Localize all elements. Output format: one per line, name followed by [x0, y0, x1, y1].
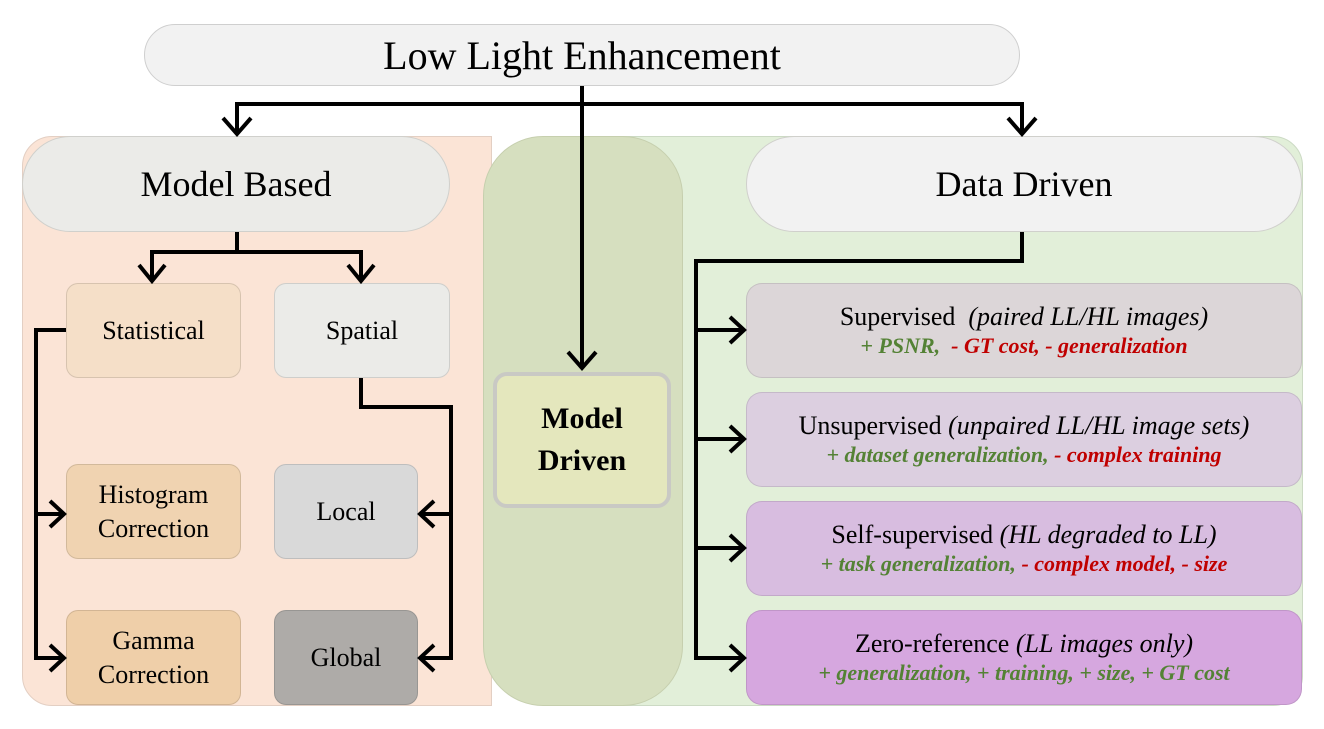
self-supervised-pros: + task generalization, [820, 550, 1016, 576]
arrowhead-self-supervised [728, 533, 747, 563]
arrowhead-local [417, 499, 436, 529]
supervised-name: Supervised [839, 301, 956, 331]
arrowhead-global [417, 643, 436, 673]
unsupervised-pros: + dataset generalization, [826, 441, 1049, 467]
histogram-line2: Correction [97, 513, 210, 543]
self-supervised-box: Self-supervised (HL degraded to LL) + ta… [746, 501, 1302, 596]
unsupervised-cons: - complex training [1054, 441, 1222, 467]
model-driven-line2: Driven [537, 444, 627, 477]
data-driven-header: Data Driven [746, 136, 1302, 232]
zero-reference-name: Zero-reference [854, 628, 1010, 658]
zero-reference-note: (LL images only) [1015, 628, 1194, 658]
local-box: Local [274, 464, 418, 559]
arrowhead-spatial [346, 263, 376, 285]
arrowhead-gamma [48, 643, 67, 673]
arrowhead-model-based [221, 116, 253, 138]
arrow-title-to-model-based [235, 86, 584, 134]
arrow-statistical-branch [34, 328, 66, 660]
histogram-line1: Histogram [98, 479, 209, 509]
spatial-box: Spatial [274, 283, 450, 378]
arrowhead-unsupervised [728, 424, 747, 454]
arrowhead-statistical [137, 263, 167, 285]
zero-reference-pros: + generalization, + training, + size, + … [818, 659, 1230, 685]
arrowhead-model-driven [566, 350, 598, 372]
model-driven-box: Model Driven [493, 372, 671, 508]
arrowhead-supervised [728, 315, 747, 345]
self-supervised-cons: - complex model, - size [1021, 550, 1228, 576]
gamma-correction-box: Gamma Correction [66, 610, 241, 705]
model-based-header: Model Based [22, 136, 450, 232]
supervised-box: Supervised (paired LL/HL images) + PSNR,… [746, 283, 1302, 378]
unsupervised-box: Unsupervised (unpaired LL/HL image sets)… [746, 392, 1302, 487]
self-supervised-name: Self-supervised [831, 519, 994, 549]
arrowhead-zero-reference [728, 643, 747, 673]
unsupervised-note: (unpaired LL/HL image sets) [948, 410, 1250, 440]
statistical-box: Statistical [66, 283, 241, 378]
unsupervised-name: Unsupervised [798, 410, 942, 440]
supervised-pros: + PSNR, [860, 332, 941, 358]
gamma-line2: Correction [97, 659, 210, 689]
arrow-data-driven-branch [694, 232, 1024, 660]
zero-reference-box: Zero-reference (LL images only) + genera… [746, 610, 1302, 705]
arrowhead-histogram [48, 499, 67, 529]
gamma-line1: Gamma [112, 625, 195, 655]
histogram-correction-box: Histogram Correction [66, 464, 241, 559]
arrow-title-to-data-driven [582, 102, 1024, 134]
arrowhead-data-driven [1006, 116, 1038, 138]
arrow-mb-split [150, 232, 239, 281]
arrow-mb-to-spatial [237, 250, 363, 281]
supervised-cons: - GT cost, - generalization [951, 332, 1188, 358]
diagram-title: Low Light Enhancement [144, 24, 1020, 86]
supervised-note: (paired LL/HL images) [968, 301, 1209, 331]
arrow-spatial-branch [359, 378, 453, 660]
self-supervised-note: (HL degraded to LL) [999, 519, 1217, 549]
model-driven-line1: Model [541, 402, 623, 435]
global-box: Global [274, 610, 418, 705]
